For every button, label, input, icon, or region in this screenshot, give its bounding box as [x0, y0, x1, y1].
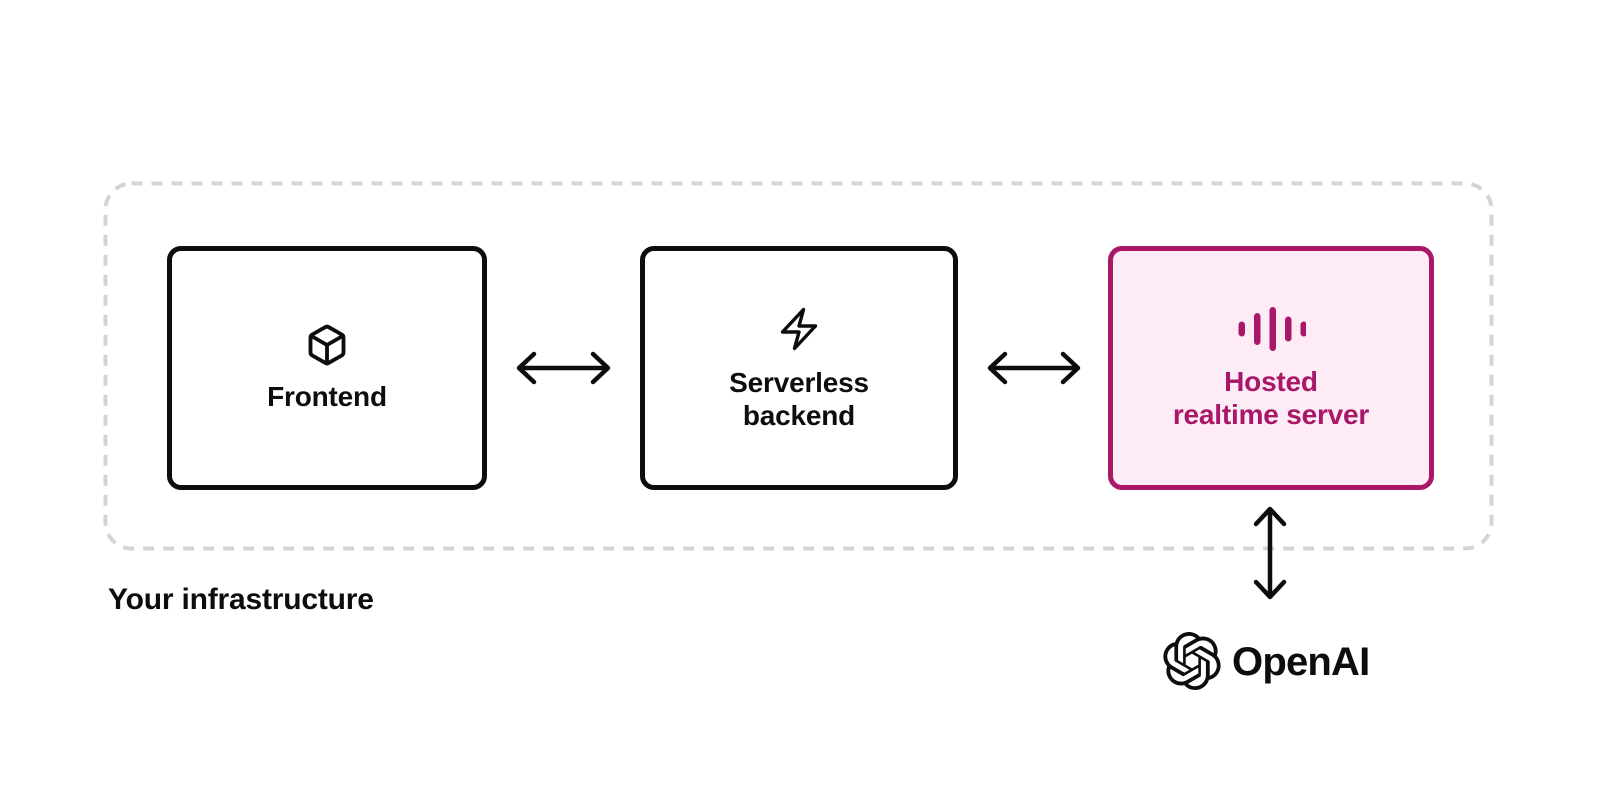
openai-wordmark: OpenAI — [1232, 640, 1370, 684]
hosted-realtime-server-node-label: Hosted realtime server — [1172, 365, 1370, 430]
your-infrastructure-label: Your infrastructure — [108, 583, 374, 616]
frontend-node: Frontend — [167, 246, 487, 490]
openai-lockup: OpenAI — [1163, 630, 1370, 692]
audio-waveform-icon — [1238, 306, 1306, 351]
dashed-border-shape — [103, 181, 1494, 551]
hosted-realtime-server-node: Hosted realtime server — [1108, 246, 1434, 490]
frontend-node-label: Frontend — [267, 381, 387, 412]
serverless-backend-node: Serverless backend — [640, 246, 958, 490]
serverless-backend-node-label: Serverless backend — [729, 366, 869, 431]
lightning-bolt-icon — [780, 307, 818, 350]
openai-logo-icon — [1163, 632, 1221, 690]
your-infrastructure-boundary — [103, 181, 1494, 551]
cube-icon — [308, 324, 346, 366]
